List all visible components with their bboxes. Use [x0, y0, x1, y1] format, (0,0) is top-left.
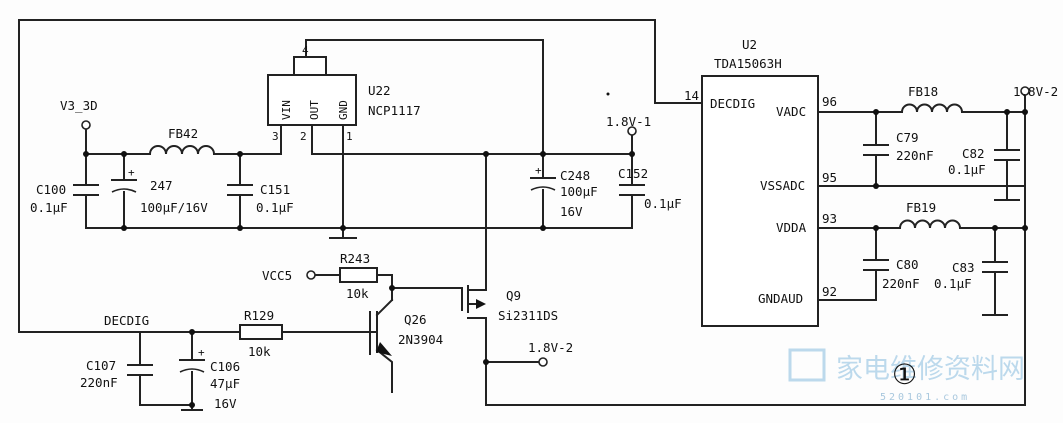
c152v-label: 0.1μF: [644, 196, 682, 211]
u22-label: U22: [368, 83, 391, 98]
plus-label: +: [128, 166, 135, 179]
p96-label: 96: [822, 94, 837, 109]
r243-label: R243: [340, 251, 370, 266]
c106r-label: 16V: [214, 396, 237, 411]
u2-label: U2: [742, 37, 757, 52]
plus-label: +: [198, 346, 205, 359]
vin-label: VIN: [280, 100, 293, 120]
c247-label: 247: [150, 178, 173, 193]
c83-label: C83: [952, 260, 975, 275]
q26-transistor: Q26 2N3904: [369, 311, 443, 356]
out-label: OUT: [308, 100, 321, 120]
c151-label: C151: [260, 182, 290, 197]
decdig-label: DECDIG: [104, 313, 149, 328]
v18-2b-label: 1.8V-2: [528, 340, 573, 355]
v18-2-label: 1.8V-2: [1013, 84, 1058, 99]
fb18-section: FB18 C79 220nF C82 0.1μF 1.8V-2: [863, 84, 1058, 201]
p95-label: 95: [822, 170, 837, 185]
capacitors-middle: + C248 100μF 16V C152 0.1μF 1.8V-1: [530, 114, 682, 219]
si2311-label: Si2311DS: [498, 308, 558, 323]
c107v-label: 220nF: [80, 375, 118, 390]
r129v-label: 10k: [248, 344, 271, 359]
u2-tda15063h: U2 TDA15063H DECDIG VADC VSSADC VDDA GND…: [684, 37, 837, 327]
u22-regulator: 4 3 2 1 VIN OUT GND U22 NCP1117: [267, 44, 421, 143]
c100-label: C100: [36, 182, 66, 197]
c151v-label: 0.1μF: [256, 200, 294, 215]
c82-label: C82: [962, 146, 985, 161]
vcc5-label: VCC5: [262, 268, 292, 283]
gndaud-label: GNDAUD: [758, 291, 803, 306]
c106v-label: 47μF: [210, 376, 240, 391]
c106-label: C106: [210, 359, 240, 374]
v18-1-label: 1.8V-1: [606, 114, 651, 129]
pin3-label: 3: [272, 130, 279, 143]
q9-mosfet: Q9 Si2311DS 1.8V-2: [461, 285, 573, 367]
fb19-label: FB19: [906, 200, 936, 215]
r243v-label: 10k: [346, 286, 369, 301]
wm-url-label: 520101.com: [880, 392, 970, 403]
c82v-label: 0.1μF: [948, 162, 986, 177]
wires: [18, 19, 1026, 411]
c100v-label: 0.1μF: [30, 200, 68, 215]
p92-label: 92: [822, 284, 837, 299]
fb42-label: FB42: [168, 126, 198, 141]
capacitors-left: C100 0.1μF + 247 100μF/16V C151 0.1μF: [30, 166, 294, 215]
wm-cn-label: 家电维修资料网: [836, 354, 1025, 385]
junction-dots: [83, 92, 1028, 408]
c83v-label: 0.1μF: [934, 276, 972, 291]
v3-3d-terminal: V3_3D: [60, 98, 98, 130]
fig-label: ①: [892, 358, 917, 391]
c79-label: C79: [896, 130, 919, 145]
fb18-label: FB18: [908, 84, 938, 99]
v3-3d-label: V3_3D: [60, 98, 98, 113]
fb19-section: FB19 C80 220nF C83 0.1μF: [863, 200, 1008, 316]
r243-section: VCC5 R243 10k: [262, 251, 378, 301]
vdda-label: VDDA: [776, 220, 807, 235]
p14-label: 14: [684, 88, 699, 103]
c80v-label: 220nF: [882, 276, 920, 291]
c248v-label: 100μF: [560, 184, 598, 199]
decdig-pin-label: DECDIG: [710, 96, 755, 111]
c247v-label: 100μF/16V: [140, 200, 208, 215]
plus-label: +: [535, 164, 542, 177]
c248-label: C248: [560, 168, 590, 183]
site-watermark: 家电维修资料网 520101.com ①: [788, 348, 1025, 403]
gnd-label: GND: [337, 100, 350, 120]
c152-label: C152: [618, 166, 648, 181]
capacitors-bottom: C107 220nF + C106 47μF 16V: [80, 346, 240, 411]
vadc-label: VADC: [776, 104, 806, 119]
pin4-label: 4: [302, 44, 309, 57]
c248r-label: 16V: [560, 204, 583, 219]
ncp1117-label: NCP1117: [368, 103, 421, 118]
c80-label: C80: [896, 257, 919, 272]
c107-label: C107: [86, 358, 116, 373]
p93-label: 93: [822, 211, 837, 226]
pin2-label: 2: [300, 130, 307, 143]
r129-section: R129 10k DECDIG: [104, 308, 283, 359]
n3904-label: 2N3904: [398, 332, 443, 347]
c79v-label: 220nF: [896, 148, 934, 163]
vssadc-label: VSSADC: [760, 178, 805, 193]
q9-label: Q9: [506, 288, 521, 303]
pin1-label: 1: [346, 130, 353, 143]
q26-label: Q26: [404, 312, 427, 327]
r129-label: R129: [244, 308, 274, 323]
tda-label: TDA15063H: [714, 56, 782, 71]
fb42-inductor: FB42: [148, 126, 216, 156]
